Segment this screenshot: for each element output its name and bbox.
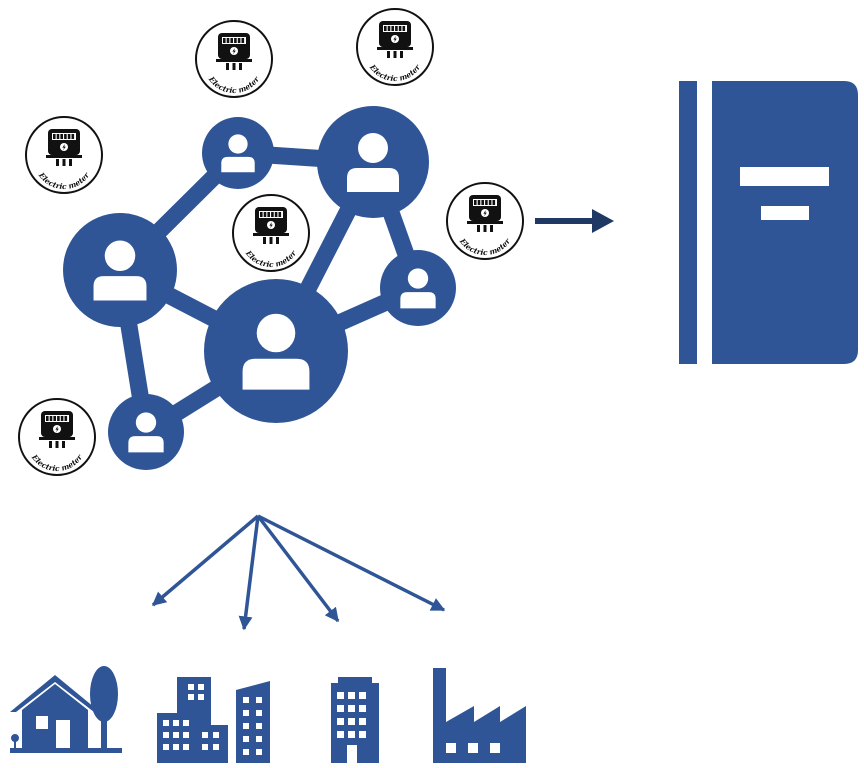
electric-meter-icon: Electric meter: [18, 398, 96, 476]
apartment-tower-icon: [331, 677, 379, 763]
user-icon: [63, 213, 177, 327]
electric-meter-icon: Electric meter: [356, 8, 434, 86]
user-icon: [204, 279, 348, 423]
office-buildings-icon: [157, 677, 270, 763]
user-icon: [317, 106, 429, 218]
ledger-book-icon: [679, 81, 858, 364]
factory-icon: [433, 668, 526, 763]
meter-to-ledger-arrow: [535, 209, 614, 233]
user-icon: [202, 117, 274, 189]
electric-meter-icon: Electric meter: [446, 182, 524, 260]
distribution-arrows: [151, 514, 446, 631]
user-icon: [108, 394, 184, 470]
user-icon: [380, 250, 456, 326]
house-icon: [10, 666, 122, 753]
electric-meter-icon: Electric meter: [232, 194, 310, 272]
electric-meter-icon: Electric meter: [195, 20, 273, 98]
electric-meter-icon: Electric meter: [25, 116, 103, 194]
user-nodes: [63, 106, 456, 470]
